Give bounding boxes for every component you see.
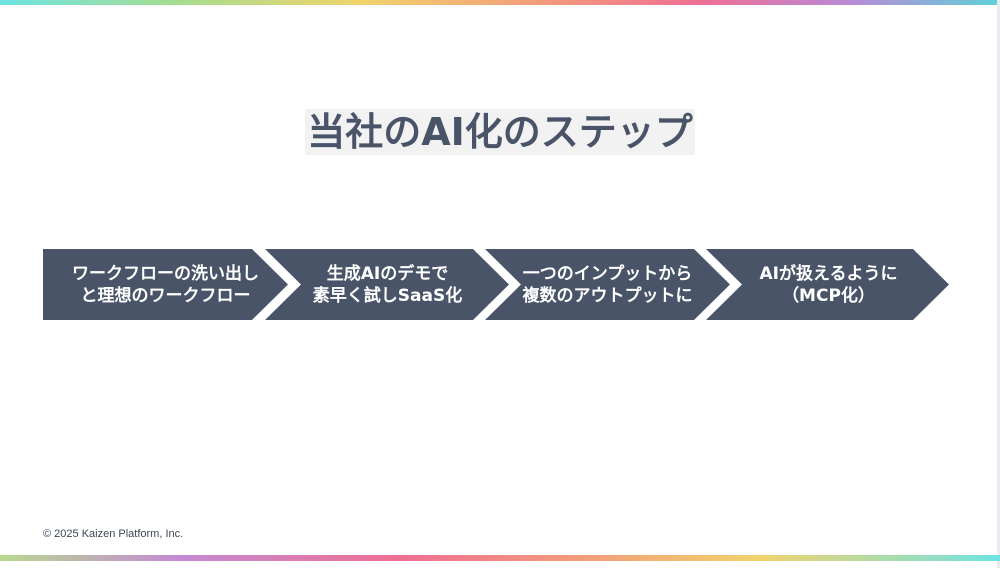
- step-3-arrow: [485, 249, 730, 320]
- top-gradient-bar: [0, 0, 1000, 5]
- step-1-arrow: [43, 249, 288, 320]
- step-3-label: 一つのインプットから 複数のアウトプットに: [522, 263, 693, 306]
- slide-edge: [997, 0, 1000, 568]
- bottom-gradient-bar: [0, 555, 1000, 561]
- slide-title: 当社のAI化のステップ: [305, 109, 695, 155]
- process-flow: ワークフローの洗い出し と理想のワークフロー 生成AIのデモで 素早く試しSaa…: [0, 249, 1000, 320]
- process-arrows: [43, 249, 949, 320]
- copyright-footer: © 2025 Kaizen Platform, Inc.: [43, 528, 184, 540]
- step-1-label: ワークフローの洗い出し と理想のワークフロー: [72, 263, 259, 306]
- step-2-arrow: [265, 249, 509, 320]
- step-2-label: 生成AIのデモで 素早く試しSaaS化: [312, 263, 463, 306]
- step-4-label: AIが扱えるように （MCP化）: [759, 263, 898, 306]
- step-4-arrow: [706, 249, 949, 320]
